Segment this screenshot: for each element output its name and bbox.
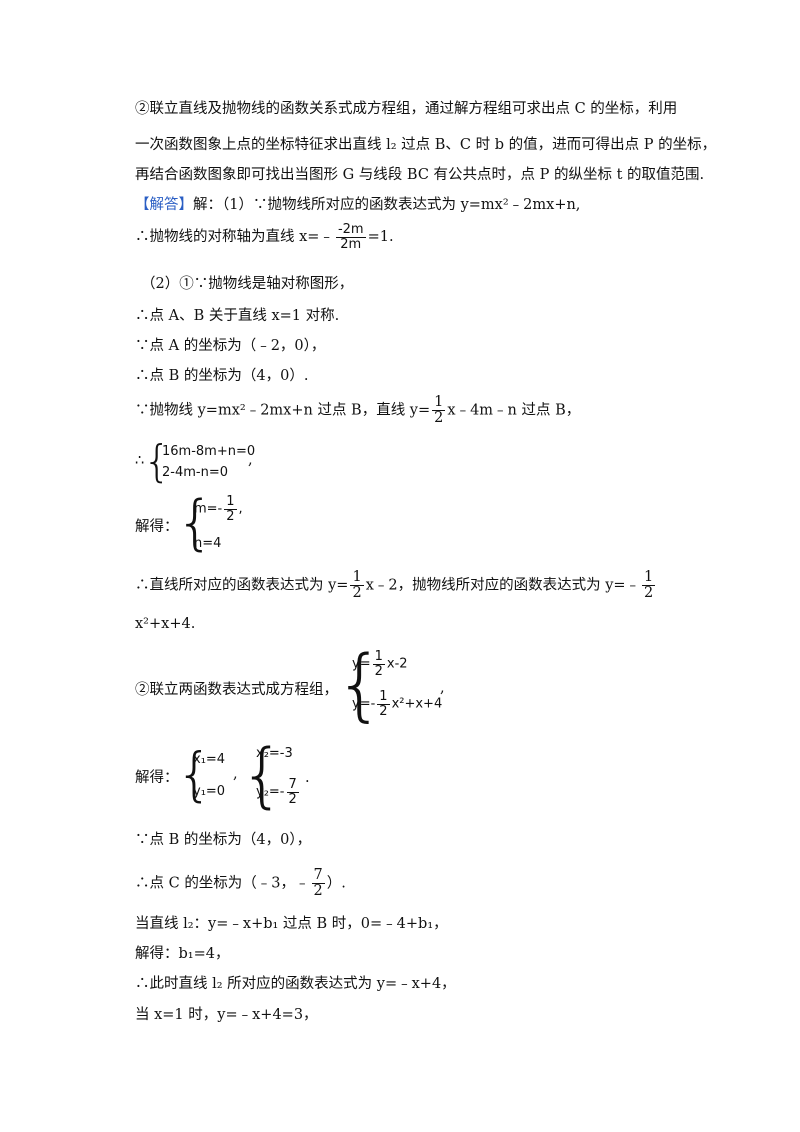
sys1-prefix: ∴: [135, 453, 145, 469]
answer-tag: 【解答】: [135, 197, 193, 213]
fraction-numerator: 1: [432, 394, 446, 412]
fraction-denominator: 2m: [340, 236, 362, 252]
fraction-numerator: 1: [350, 569, 364, 587]
left-brace: {: [143, 436, 171, 487]
sol1-m-left: m=-: [194, 501, 223, 517]
fraction-numerator: -2m: [335, 222, 366, 238]
answer-intro-line: 【解答】解：（1）∵抛物线所对应的函数表达式为 y=mx²﹣2mx+n,: [135, 193, 580, 214]
expr-left: ∴直线所对应的函数表达式为 y=: [135, 577, 349, 594]
sys1-eq1: 16m-8m+n=0: [162, 444, 256, 459]
fraction-numerator: 7: [286, 777, 299, 793]
pass-right: x﹣4m﹣n 过点 B，: [447, 402, 581, 419]
fraction-denominator: 2: [313, 883, 323, 900]
sol2-x2: x₂=-3: [256, 746, 293, 761]
fraction-numerator: 1: [377, 689, 390, 705]
sol2-suffix: .: [305, 770, 310, 786]
sys2-suffix: ,: [440, 680, 445, 696]
tail-line-1: 当直线 l₂：y=﹣x+b₁ 过点 B 时，0=﹣4+b₁，: [135, 916, 448, 932]
sol2-mid: ,: [233, 766, 238, 782]
sys1-eq2: 2-4m-n=0: [162, 465, 228, 480]
sol1-prefix: 解得：: [135, 519, 179, 535]
fraction-denominator: 2: [644, 585, 654, 602]
expr-cont: x²+x+4.: [135, 616, 196, 632]
part2-line-1: （2）①∵抛物线是轴对称图形，: [141, 276, 354, 292]
left-brace: {: [176, 488, 215, 558]
pass-left: ∵抛物线 y=mx²﹣2mx+n 过点 B，直线 y=: [135, 402, 431, 419]
point-c-right: ）.: [326, 875, 346, 892]
sol2-prefix: 解得：: [135, 770, 179, 786]
sys2-eq1-left: y=: [352, 656, 371, 672]
point-b-line: ∵点 B 的坐标为（4，0），: [135, 832, 312, 848]
fraction-numerator: 1: [224, 494, 237, 510]
para-line-3: 再结合函数图象即可找出当图形 G 与线段 BC 有公共点时，点 P 的纵坐标 t…: [135, 167, 705, 183]
sol2-x1: x₁=4: [193, 752, 226, 767]
fraction-numerator: 1: [642, 569, 656, 587]
left-brace: {: [176, 740, 213, 808]
part2-line-4: ∴点 B 的坐标为（4，0）.: [135, 368, 309, 384]
axis-prefix: ∴抛物线的对称轴为直线 x=﹣: [135, 229, 334, 246]
fraction-denominator: 2: [374, 663, 383, 679]
left-brace: {: [335, 640, 385, 730]
fraction-denominator: 2: [352, 585, 362, 602]
sys1-suffix: ,: [248, 452, 253, 468]
fraction-denominator: 2: [226, 508, 235, 524]
sys2-eq2-left: y=-: [352, 696, 376, 712]
sys2-prefix: ②联立两函数表达式成方程组，: [135, 682, 338, 698]
tail-line-4: 当 x=1 时，y=﹣x+4=3，: [135, 1007, 318, 1023]
para-line-2: 一次函数图象上点的坐标特征求出直线 l₂ 过点 B、C 时 b 的值，进而可得出…: [135, 137, 717, 153]
fraction-numerator: 7: [311, 867, 325, 885]
tail-line-3: ∴此时直线 l₂ 所对应的函数表达式为 y=﹣x+4，: [135, 976, 456, 992]
expr-mid: x﹣2，抛物线所对应的函数表达式为 y=﹣: [365, 577, 641, 594]
axis-suffix: =1.: [367, 229, 394, 246]
sol1-m-suffix: ,: [238, 501, 243, 517]
point-c-left: ∴点 C 的坐标为（﹣3，﹣: [135, 875, 310, 892]
sys2-eq1-right: x-2: [386, 656, 408, 672]
left-brace: {: [240, 734, 285, 816]
sol2-y2-left: y₂=-: [256, 784, 285, 800]
fraction-denominator: 2: [288, 791, 297, 807]
para-line-1: ②联立直线及抛物线的函数关系式成方程组，通过解方程组可求出点 C 的坐标，利用: [135, 101, 678, 117]
fraction-numerator: 1: [372, 649, 385, 665]
part2-line-3: ∵点 A 的坐标为（﹣2，0），: [135, 338, 326, 354]
sol1-n: n=4: [194, 536, 222, 551]
answer-intro: 解：（1）∵抛物线所对应的函数表达式为 y=mx²﹣2mx+n,: [193, 197, 581, 213]
sol2-y1: y₁=0: [193, 784, 226, 799]
tail-line-2: 解得：b₁=4，: [135, 946, 230, 962]
fraction-denominator: 2: [434, 410, 444, 427]
sys2-eq2-right: x²+x+4: [391, 696, 443, 712]
fraction-denominator: 2: [379, 703, 388, 719]
part2-line-2: ∴点 A、B 关于直线 x=1 对称.: [135, 308, 340, 324]
